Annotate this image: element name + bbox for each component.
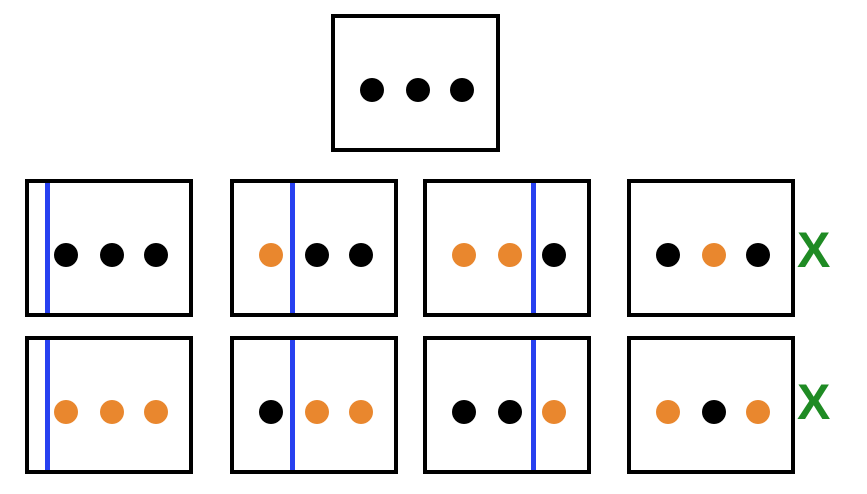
orange-dot [452,243,476,267]
orange-dot [746,400,770,424]
black-dot [452,400,476,424]
set-box-row1-col3 [423,179,591,317]
orange-dot [54,400,78,424]
orange-dot [542,400,566,424]
reject-x-mark: X [797,222,831,278]
orange-dot [656,400,680,424]
black-dot [360,78,384,102]
black-dot [54,243,78,267]
set-box-root [331,14,500,152]
set-box-row2-col2 [230,336,398,474]
orange-dot [100,400,124,424]
split-line [290,183,295,313]
orange-dot [305,400,329,424]
orange-dot [349,400,373,424]
set-box-row2-col3 [423,336,591,474]
set-box-row1-col4 [627,179,795,317]
orange-dot [702,243,726,267]
set-box-row2-col4 [627,336,795,474]
black-dot [498,400,522,424]
black-dot [100,243,124,267]
black-dot [305,243,329,267]
black-dot [542,243,566,267]
orange-dot [259,243,283,267]
split-line [290,340,295,470]
black-dot [656,243,680,267]
black-dot [144,243,168,267]
split-line [531,183,536,313]
black-dot [746,243,770,267]
split-line [45,340,50,470]
black-dot [406,78,430,102]
orange-dot [498,243,522,267]
set-box-row2-col1 [25,336,193,474]
set-box-row1-col2 [230,179,398,317]
split-line [45,183,50,313]
split-line [531,340,536,470]
orange-dot [144,400,168,424]
set-box-row1-col1 [25,179,193,317]
black-dot [349,243,373,267]
black-dot [450,78,474,102]
reject-x-mark: X [797,374,831,430]
black-dot [702,400,726,424]
black-dot [259,400,283,424]
